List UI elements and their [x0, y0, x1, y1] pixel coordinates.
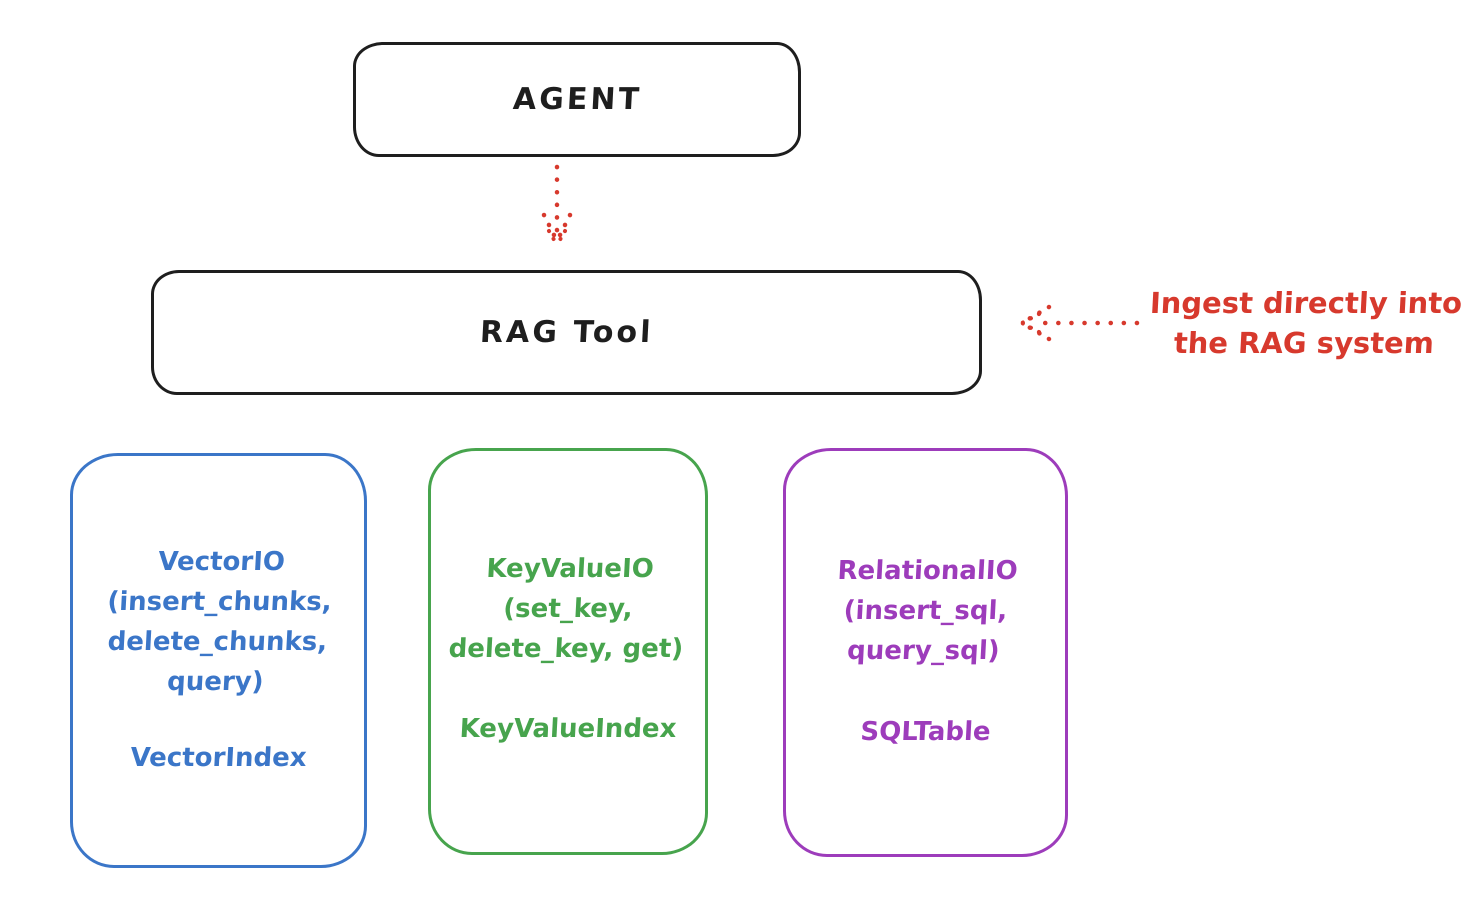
- vector-io-line: query): [166, 667, 265, 697]
- vector-io-line: VectorIO: [157, 547, 286, 577]
- ingest-arrow: [1019, 304, 1140, 342]
- ingest-annotation: Ingest directly into the RAG system: [1133, 283, 1477, 363]
- rag-tool-label: RAG Tool: [478, 315, 655, 350]
- keyvalue-io-line: delete_key, get): [447, 634, 684, 664]
- rag-tool-box: RAG Tool: [151, 270, 982, 395]
- agent-to-rag-arrow: [541, 164, 573, 247]
- relational-io-box: RelationalIO (insert_sql, query_sql) SQL…: [783, 448, 1068, 857]
- keyvalue-index-label: KeyValueIndex: [458, 714, 678, 744]
- relational-io-line: RelationalIO: [836, 556, 1019, 586]
- relational-io-text: RelationalIO (insert_sql, query_sql): [783, 551, 1068, 671]
- agent-box: AGENT: [353, 42, 801, 157]
- keyvalue-io-line: (set_key,: [502, 594, 634, 624]
- vector-io-text: VectorIO (insert_chunks, delete_chunks, …: [69, 542, 368, 702]
- sql-table-label: SQLTable: [859, 717, 992, 747]
- relational-io-line: query_sql): [846, 636, 1001, 666]
- agent-label: AGENT: [511, 82, 643, 117]
- relational-io-line: (insert_sql,: [842, 596, 1009, 626]
- keyvalue-io-line: KeyValueIO: [485, 554, 655, 584]
- keyvalue-io-text: KeyValueIO (set_key, delete_key, get): [428, 549, 708, 669]
- ingest-annotation-line1: Ingest directly into: [1149, 286, 1464, 320]
- vector-io-line: delete_chunks,: [106, 627, 328, 657]
- vector-index-label: VectorIndex: [129, 743, 308, 773]
- vector-io-box: VectorIO (insert_chunks, delete_chunks, …: [70, 453, 367, 868]
- keyvalue-io-box: KeyValueIO (set_key, delete_key, get) Ke…: [428, 448, 708, 855]
- ingest-annotation-line2: the RAG system: [1172, 326, 1435, 360]
- vector-io-line: (insert_chunks,: [106, 587, 333, 617]
